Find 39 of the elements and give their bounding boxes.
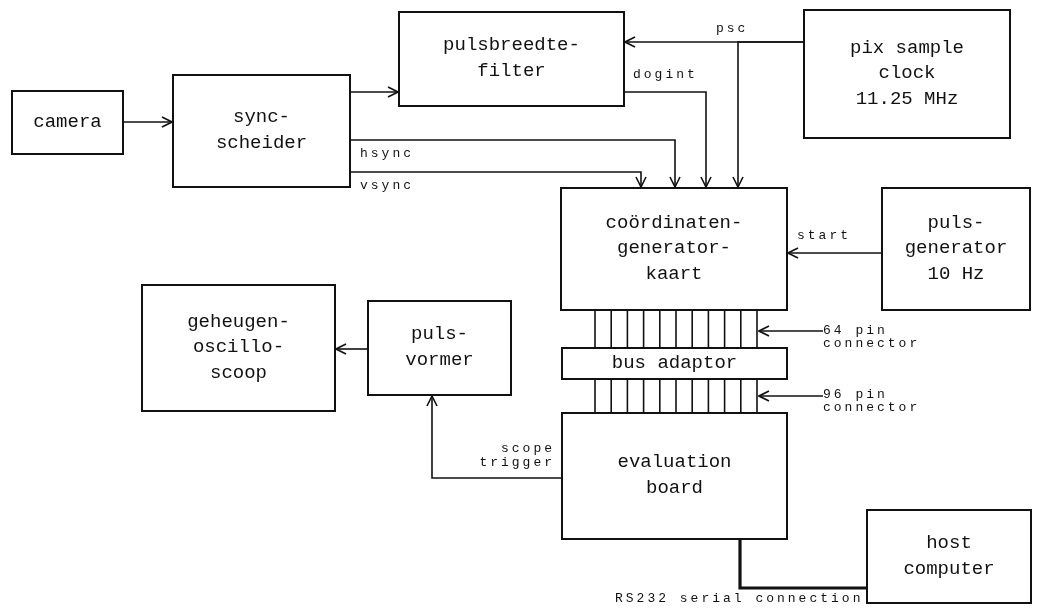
block-box [881, 187, 1031, 311]
edge-label: hsync [360, 147, 414, 161]
connector-label: 64 pin connector [823, 324, 973, 350]
block-label: sync- scheider [215, 105, 308, 156]
block-box [367, 300, 512, 396]
connector-arrow [624, 91, 712, 188]
block-box [561, 412, 788, 540]
block-label: pulsbreedte- filter [443, 33, 580, 84]
connector-arrow [123, 116, 173, 128]
block-label: host computer [903, 530, 995, 582]
connector-arrow [426, 395, 562, 479]
block-box [803, 9, 1011, 139]
block-box [866, 509, 1032, 604]
pin-connector-drawing [593, 310, 759, 348]
connector-arrow [350, 171, 647, 188]
block-box [141, 284, 336, 412]
edge-label: vsync [360, 179, 414, 193]
connector-arrow [350, 86, 399, 98]
connector-arrow [758, 325, 824, 337]
block-label: bus adaptor [611, 350, 738, 376]
block-label: camera [33, 109, 102, 135]
block-label: puls- vormer [405, 322, 474, 373]
block-label: coördinaten- generator- kaart [605, 210, 743, 287]
block-box [398, 11, 625, 107]
pin-connector-drawing [593, 379, 759, 413]
connector-label: 96 pin connector [823, 388, 973, 414]
block-box [561, 347, 788, 380]
connector-arrow [732, 41, 804, 188]
block-box [172, 74, 351, 188]
block-label: puls- generator 10 Hz [904, 210, 1008, 287]
connector-arrow [787, 247, 882, 259]
connector-arrow [350, 139, 681, 188]
block-box [11, 90, 124, 155]
block-label: pix sample clock 11.25 MHz [850, 35, 964, 112]
block-label: geheugen- oscillo- scoop [187, 309, 290, 386]
connector-arrow [335, 343, 368, 355]
connector-arrow [758, 390, 824, 402]
block-box [560, 187, 788, 311]
block-label: evaluation board [617, 450, 732, 501]
